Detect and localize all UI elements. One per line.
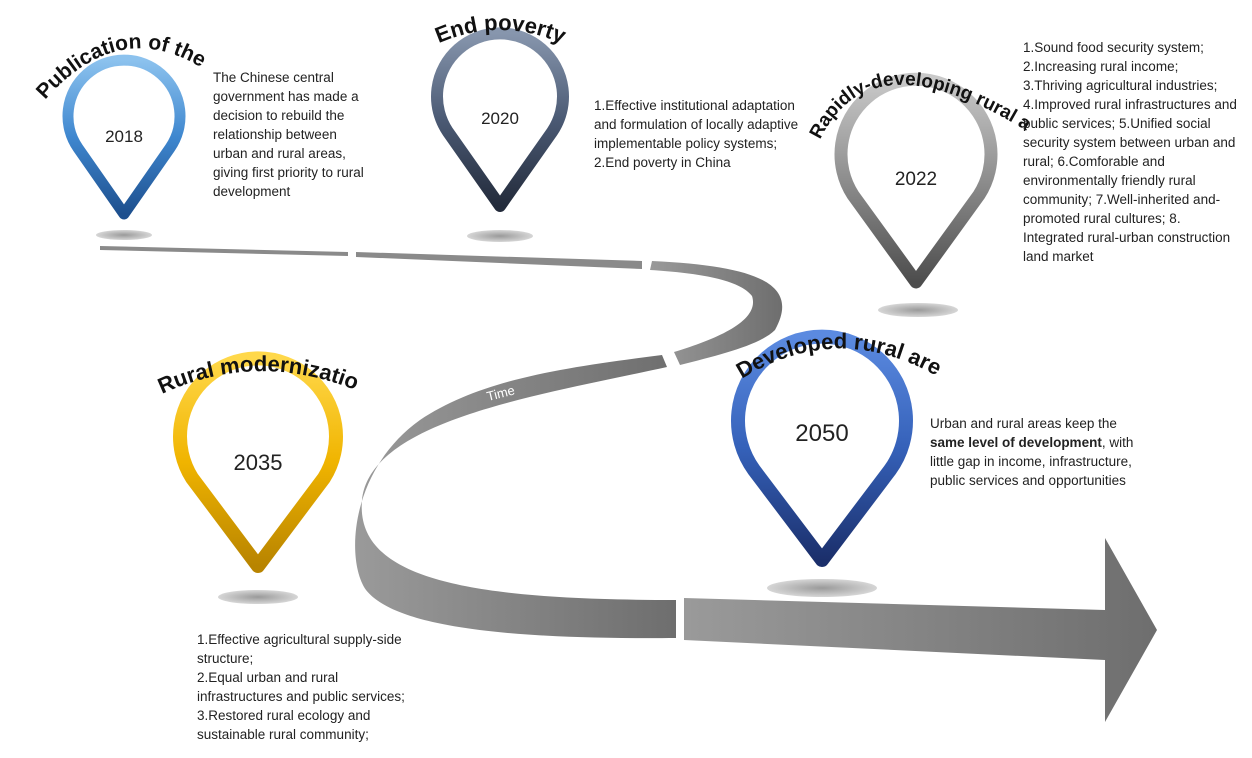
description-2035-line-1: 1.Effective agricultural supply-side str…	[197, 632, 402, 666]
pin-2050: 2050	[731, 329, 913, 597]
description-2050-post: , with little gap in income, infrastruct…	[930, 435, 1134, 488]
pin-2020-marker	[431, 27, 569, 212]
year-2035: 2035	[234, 450, 283, 475]
pin-2018-marker	[62, 54, 186, 220]
road-lower-bend	[355, 355, 676, 639]
pin-2050-marker	[731, 329, 913, 567]
description-2020-line-2: 2.End poverty in China	[594, 155, 731, 170]
year-2018: 2018	[105, 127, 143, 146]
pin-2035-marker	[173, 351, 343, 573]
pin-2035-shadow	[218, 590, 298, 604]
road-top-segment-2	[356, 252, 642, 269]
description-2020-line-1: 1.Effective institutional adaptation and…	[594, 98, 799, 151]
pin-2020: 2020	[431, 27, 569, 242]
description-2050-pre: Urban and rural areas keep the	[930, 416, 1117, 431]
pin-2035: 2035	[173, 351, 343, 604]
year-2022: 2022	[895, 169, 937, 190]
description-2018: The Chinese central government has made …	[213, 68, 373, 201]
pin-2022-shadow	[878, 303, 958, 317]
description-2020: 1.Effective institutional adaptation and…	[594, 96, 814, 172]
road-arrow	[684, 538, 1157, 722]
description-2050-text: Urban and rural areas keep the same leve…	[930, 414, 1145, 490]
description-2050: Urban and rural areas keep the same leve…	[930, 414, 1145, 490]
description-2035-line-3: 3.Restored rural ecology and sustainable…	[197, 708, 371, 742]
description-2022-line-4: 4.Improved rural infrastructures and pub…	[1023, 97, 1237, 264]
pin-2020-shadow	[467, 230, 533, 242]
pin-2022-marker	[834, 72, 998, 289]
description-2050-bold: same level of development	[930, 435, 1102, 450]
year-2050: 2050	[795, 420, 848, 447]
pin-2018-shadow	[96, 230, 152, 240]
time-axis-label: Time	[485, 382, 516, 403]
title-2018: Publication of the plan	[0, 0, 216, 103]
pin-2018: 2018	[62, 54, 186, 240]
year-2020: 2020	[481, 109, 519, 128]
description-2022-line-3: 3.Thriving agricultural industries;	[1023, 78, 1218, 93]
pin-2050-shadow	[767, 579, 877, 597]
description-2022: 1.Sound food security system; 2.Increasi…	[1023, 38, 1241, 266]
pin-2022: 2022	[834, 72, 998, 317]
description-2018-text: The Chinese central government has made …	[213, 70, 364, 199]
title-2020: End poverty	[431, 10, 570, 49]
road-upper-bend	[650, 261, 783, 365]
description-2022-line-1: 1.Sound food security system;	[1023, 40, 1204, 55]
description-2035-line-2: 2.Equal urban and rural infrastructures …	[197, 670, 405, 704]
road-top-segment-1	[100, 246, 348, 256]
description-2035: 1.Effective agricultural supply-side str…	[197, 630, 425, 744]
description-2022-line-2: 2.Increasing rural income;	[1023, 59, 1179, 74]
time-road	[100, 246, 1157, 722]
